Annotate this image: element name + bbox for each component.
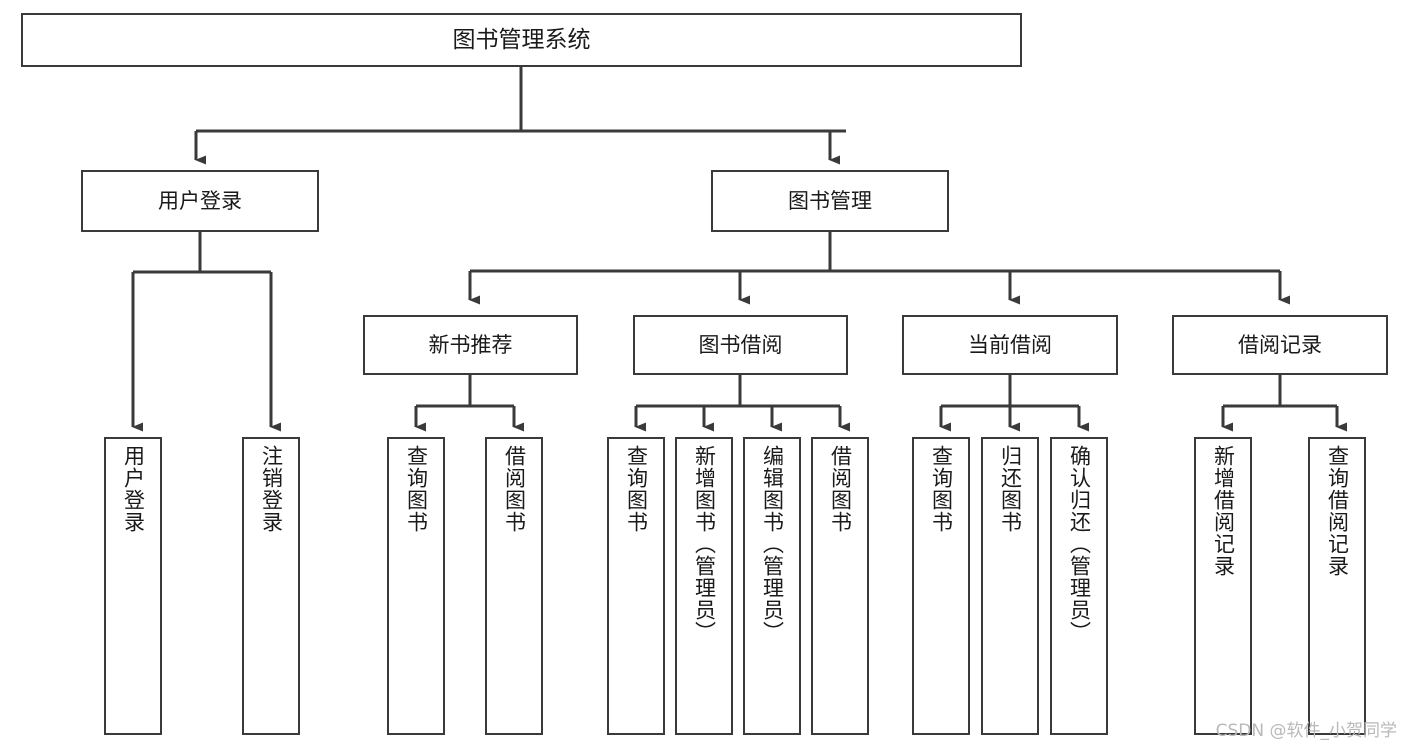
- node-leaf-label: 新增借阅记录: [1211, 445, 1236, 577]
- node-leaf-current-borrow-query[interactable]: 查询图书: [912, 437, 970, 735]
- node-leaf-label: 确认归还（管理员）: [1067, 445, 1092, 643]
- node-leaf-borrow-record-add[interactable]: 新增借阅记录: [1194, 437, 1252, 735]
- node-user-login[interactable]: 用户登录: [81, 170, 319, 232]
- node-leaf-book-borrow-add[interactable]: 新增图书（管理员）: [675, 437, 733, 735]
- node-leaf-current-borrow-return[interactable]: 归还图书: [981, 437, 1039, 735]
- node-leaf-label: 查询图书: [404, 445, 429, 533]
- node-leaf-label: 用户登录: [121, 445, 146, 533]
- node-new-book-recommend-label: 新书推荐: [428, 332, 513, 357]
- node-user-login-label: 用户登录: [158, 188, 242, 213]
- node-book-borrow[interactable]: 图书借阅: [633, 315, 848, 375]
- node-leaf-current-borrow-confirm-return[interactable]: 确认归还（管理员）: [1050, 437, 1108, 735]
- node-root-book-management-system[interactable]: 图书管理系统: [21, 13, 1022, 67]
- node-leaf-new-book-borrow[interactable]: 借阅图书: [485, 437, 543, 735]
- node-borrow-record-label: 借阅记录: [1238, 332, 1322, 357]
- node-book-borrow-label: 图书借阅: [698, 332, 783, 357]
- node-leaf-borrow-record-query[interactable]: 查询借阅记录: [1308, 437, 1366, 735]
- node-leaf-label: 查询借阅记录: [1325, 445, 1350, 577]
- node-leaf-user-login-logout[interactable]: 注销登录: [242, 437, 300, 735]
- node-current-borrow[interactable]: 当前借阅: [902, 315, 1118, 375]
- node-leaf-label: 借阅图书: [828, 445, 853, 533]
- node-leaf-user-login-login[interactable]: 用户登录: [104, 437, 162, 735]
- node-leaf-book-borrow-borrow[interactable]: 借阅图书: [811, 437, 869, 735]
- node-root-label: 图书管理系统: [452, 26, 591, 53]
- node-book-management-label: 图书管理: [788, 188, 872, 213]
- node-leaf-label: 查询图书: [929, 445, 954, 533]
- node-leaf-label: 借阅图书: [502, 445, 527, 533]
- node-leaf-new-book-query[interactable]: 查询图书: [387, 437, 445, 735]
- node-current-borrow-label: 当前借阅: [968, 332, 1052, 357]
- node-leaf-book-borrow-query[interactable]: 查询图书: [607, 437, 665, 735]
- node-new-book-recommend[interactable]: 新书推荐: [363, 315, 578, 375]
- node-leaf-label: 归还图书: [998, 445, 1023, 533]
- node-leaf-label: 查询图书: [624, 445, 649, 533]
- node-leaf-label: 注销登录: [259, 445, 284, 533]
- node-book-management[interactable]: 图书管理: [711, 170, 949, 232]
- node-leaf-label: 编辑图书（管理员）: [760, 445, 785, 643]
- node-borrow-record[interactable]: 借阅记录: [1172, 315, 1388, 375]
- node-leaf-label: 新增图书（管理员）: [692, 445, 717, 643]
- node-leaf-book-borrow-edit[interactable]: 编辑图书（管理员）: [743, 437, 801, 735]
